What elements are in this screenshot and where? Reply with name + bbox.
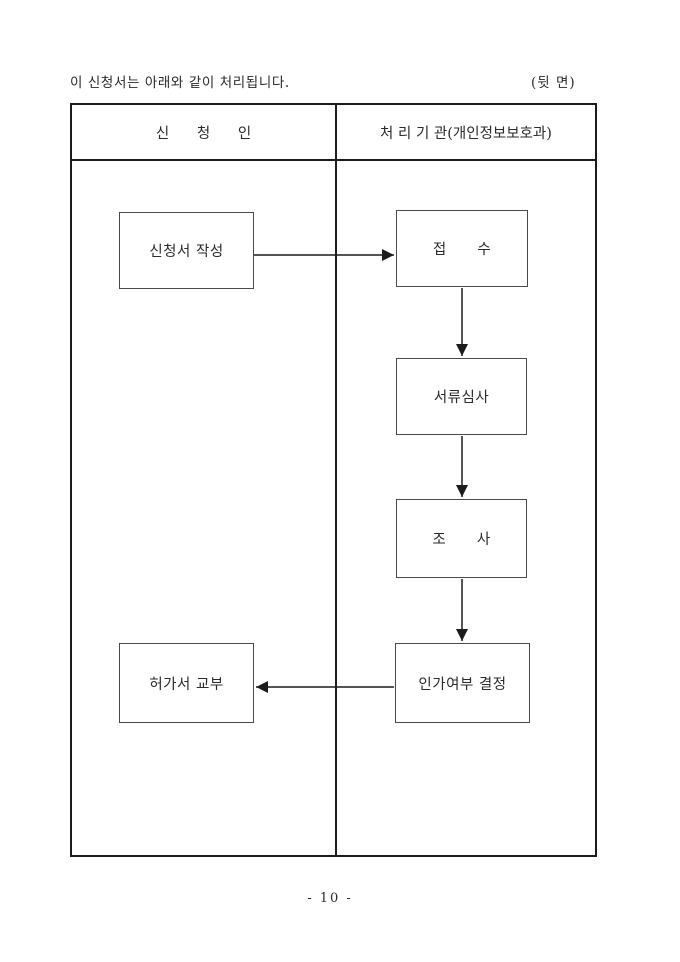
intro-text: 이 신청서는 아래와 같이 처리됩니다.: [70, 75, 290, 91]
flow-node-approval-decision: 인가여부 결정: [395, 643, 530, 723]
flow-node-permit-issuance: 허가서 교부: [119, 643, 254, 723]
process-table: 신 청 인 처 리 기 관(개인정보보호과) 신청서 작성 접 수 서류심사 조…: [70, 103, 597, 857]
flow-node-investigation: 조 사: [396, 499, 527, 578]
column-divider-line: [335, 105, 337, 855]
page-number: - 10 -: [307, 891, 353, 906]
flow-node-receipt: 접 수: [396, 210, 528, 287]
flow-node-document-review: 서류심사: [396, 358, 527, 435]
flow-node-write-application: 신청서 작성: [119, 212, 254, 289]
header-separator-line: [72, 159, 595, 161]
column-header-applicant: 신 청 인: [155, 125, 252, 142]
back-side-label: (뒷 면): [531, 75, 576, 91]
column-header-agency: 처 리 기 관(개인정보보호과): [380, 125, 552, 142]
